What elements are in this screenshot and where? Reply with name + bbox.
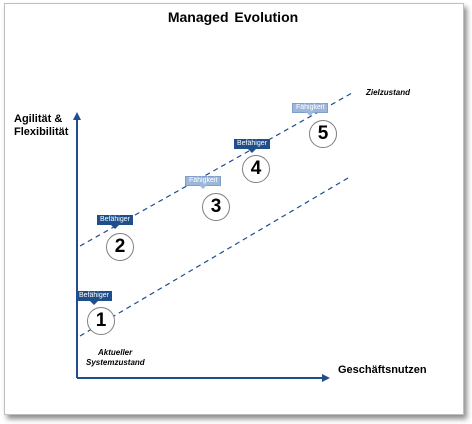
step-1-tag: Befähiger xyxy=(76,291,112,305)
corridor-upper-line xyxy=(79,92,353,247)
step-3-tag: Fähigkeit xyxy=(185,176,222,189)
y-axis-label: Agilität & Flexibilität xyxy=(14,113,68,139)
step-5-circle: 5 xyxy=(309,120,337,148)
current-state-line1: Aktueller xyxy=(98,348,133,357)
step-4-circle: 4 xyxy=(242,155,270,183)
current-state-line2: Systemzustand xyxy=(86,358,145,367)
target-state-label: Zielzustand xyxy=(366,88,411,97)
step-3-circle: 3 xyxy=(202,193,230,221)
y-axis-label-line1: Agilität & xyxy=(14,113,63,125)
x-axis-label: Geschäftsnutzen xyxy=(338,364,427,376)
y-axis-label-line2: Flexibilität xyxy=(14,126,69,138)
current-state-label: Aktueller Systemzustand xyxy=(86,348,145,368)
diagram-title: Managed Evolution xyxy=(167,9,299,25)
corridor-lower-line xyxy=(79,177,349,337)
step-5-tag: Fähigkeit xyxy=(292,103,329,116)
step-2-tag: Befähiger xyxy=(97,215,133,229)
step-4-tag: Befähiger xyxy=(234,139,270,153)
step-2-circle: 2 xyxy=(106,233,134,261)
diagram-frame xyxy=(4,3,464,415)
step-1-circle: 1 xyxy=(87,307,115,335)
